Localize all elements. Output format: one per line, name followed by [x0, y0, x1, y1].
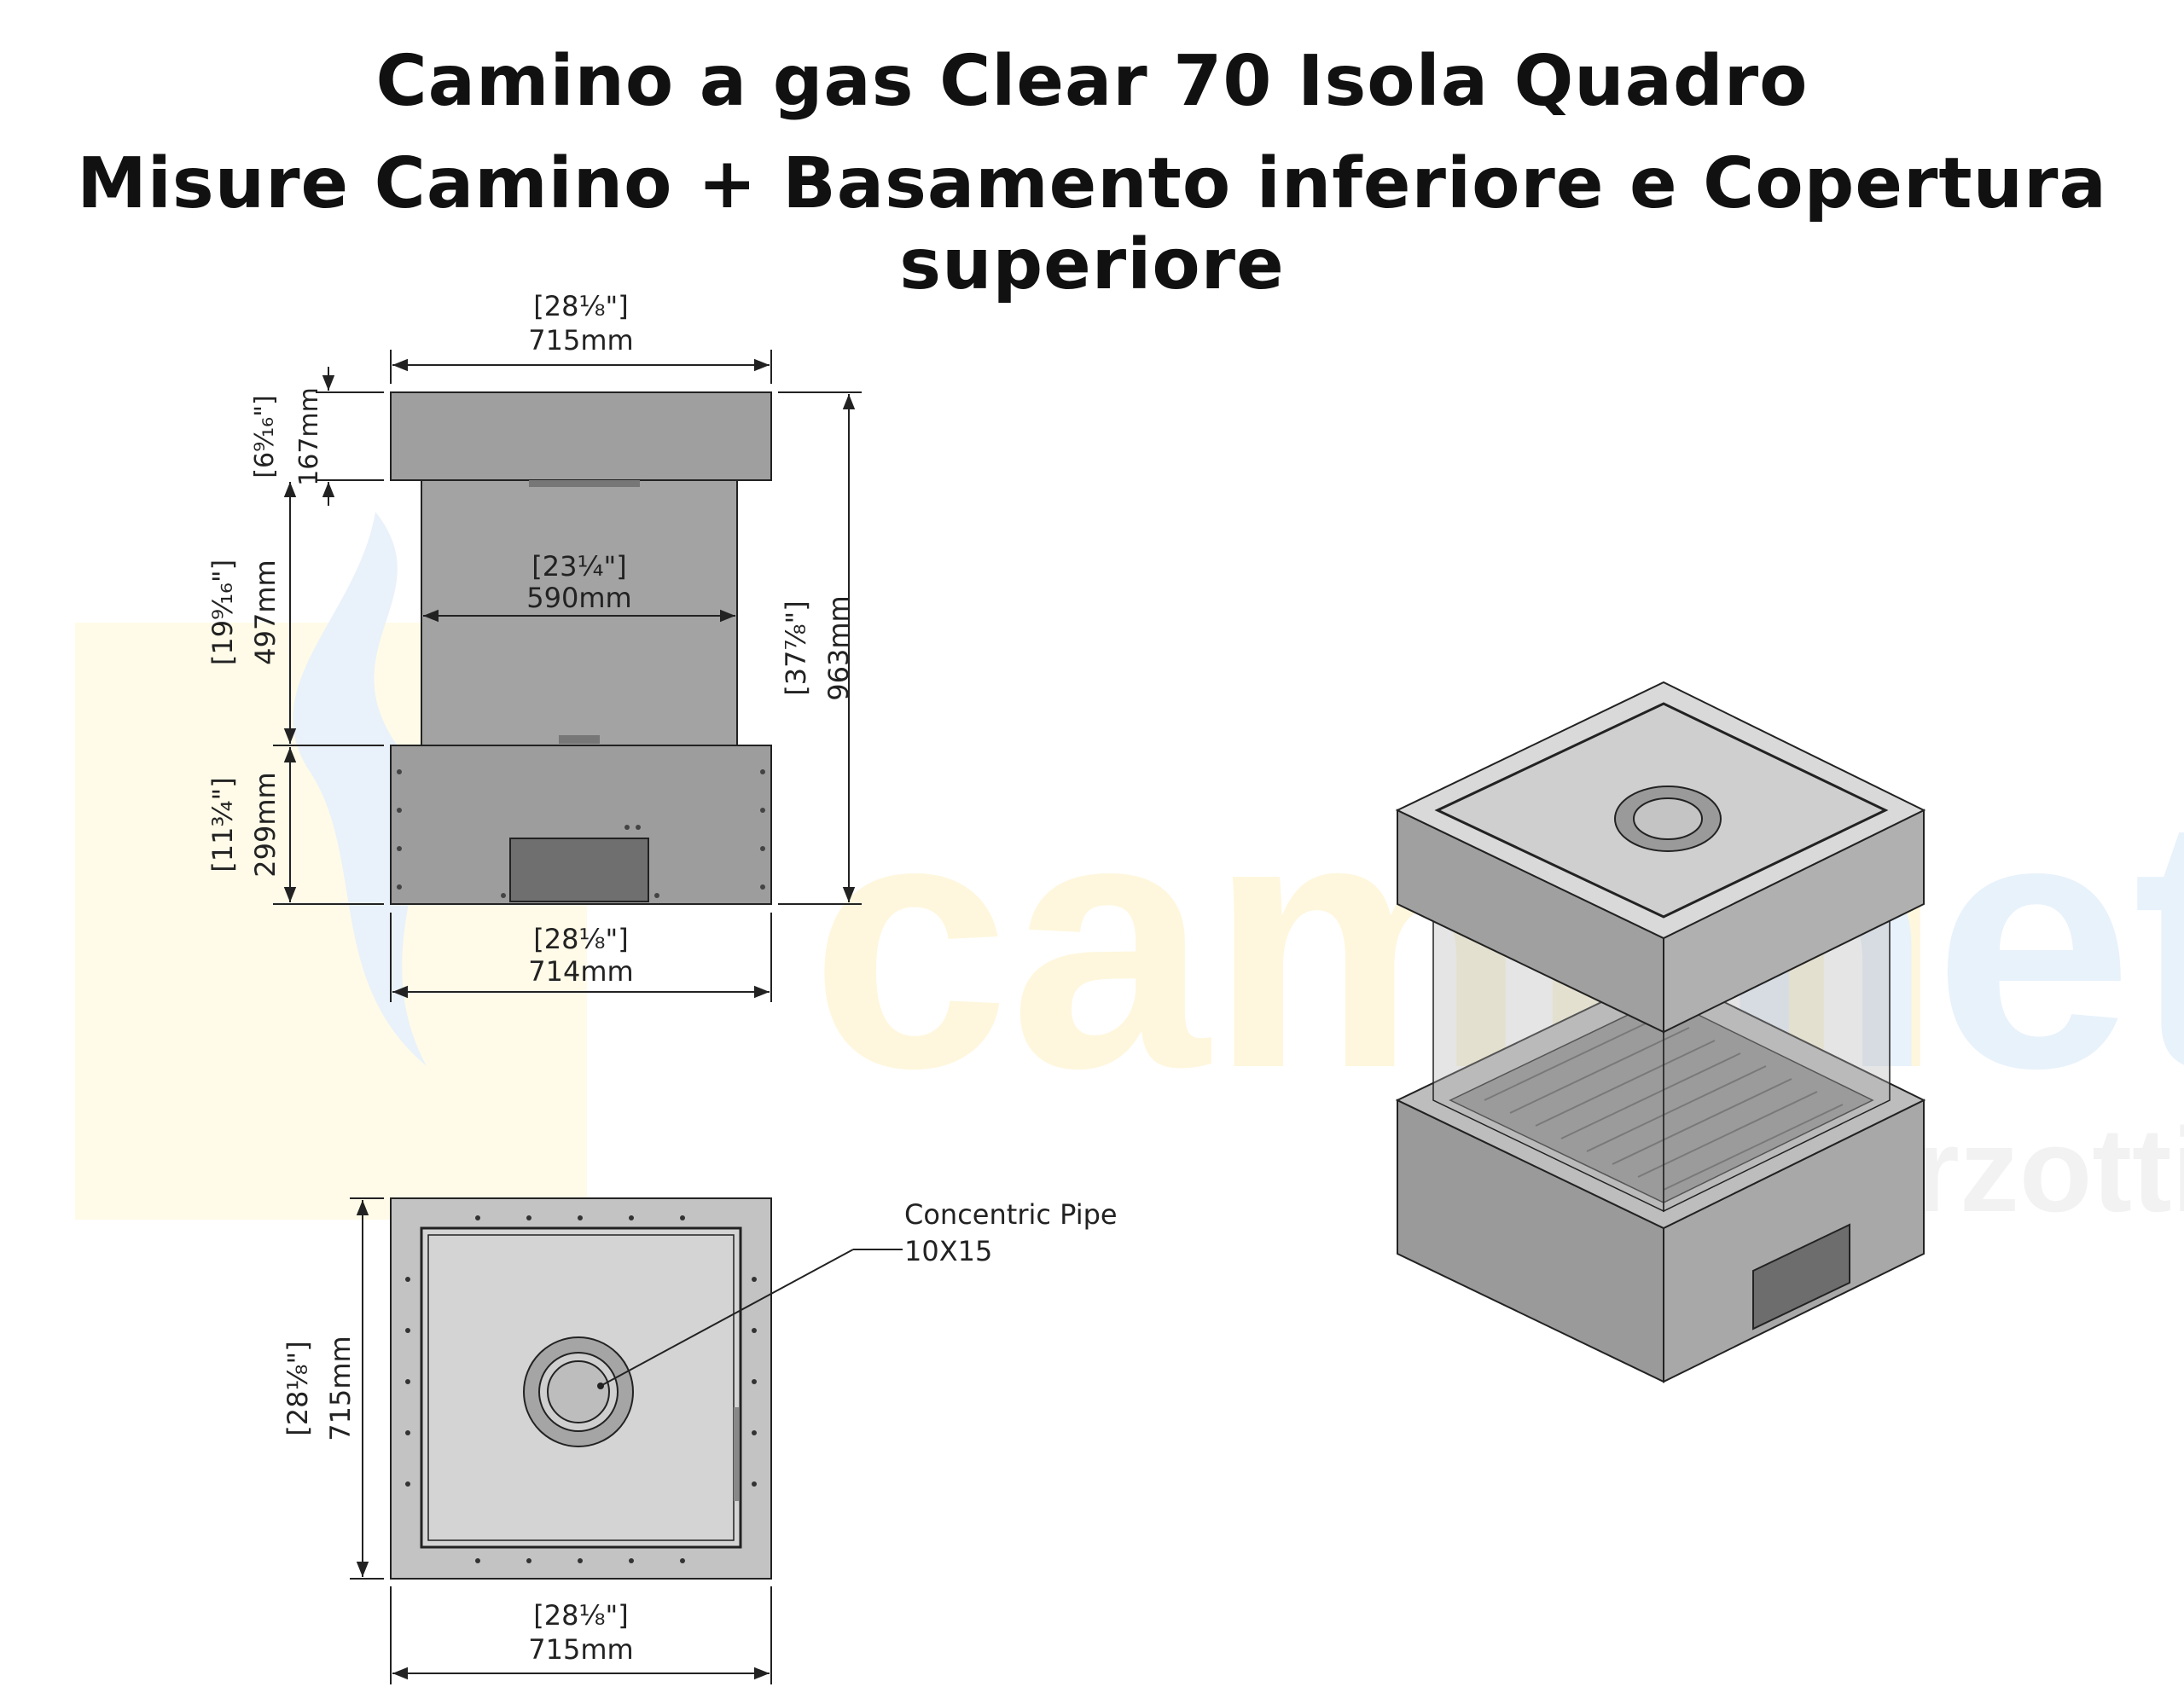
callout-concentric-pipe: Concentric Pipe [904, 1198, 1118, 1231]
top-view [390, 1197, 903, 1580]
dim-top-width-mm: 715mm [528, 324, 633, 357]
burner-slot [559, 735, 600, 744]
flame-icon [293, 512, 427, 1066]
dim-top-height-mm: 167mm [294, 387, 324, 486]
top-dimensions [350, 1197, 772, 1684]
dim-depth-mm: 715mm [324, 1336, 357, 1441]
page-title: Camino a gas Clear 70 Isola Quadro [375, 41, 1809, 122]
access-panel [509, 838, 649, 902]
dim-base-width-mm: 714mm [528, 955, 633, 988]
front-view [390, 391, 772, 905]
side-slot [734, 1407, 739, 1501]
front-dimension-labels: [28⅛"] 715mm [6⁹⁄₁₆"] 167mm [19⁹⁄₁₆"] 49… [206, 290, 855, 988]
dim-glass-height-mm: 497mm [249, 559, 282, 664]
front-dimensions [273, 350, 862, 1002]
dim-glass-width-inch: [23¼"] [531, 550, 626, 583]
dim-glass-height-inch: [19⁹⁄₁₆"] [206, 559, 239, 665]
iso-burner-grille [1484, 1014, 1844, 1191]
dim-width-mm: 715mm [528, 1633, 633, 1666]
dim-total-height-mm: 963mm [822, 595, 855, 700]
callout-pipe-size: 10X15 [904, 1235, 992, 1267]
dim-base-height-inch: [11¾"] [206, 777, 239, 872]
top-screws [405, 1215, 757, 1563]
page-subtitle: Misure Camino + Basamento inferiore e Co… [77, 143, 2107, 305]
top-cover [390, 391, 772, 481]
iso-access-panel [1752, 1223, 1850, 1330]
dim-depth-inch: [28⅛"] [282, 1341, 314, 1435]
iso-burner-tray [1449, 997, 1874, 1203]
dim-glass-width-mm: 590mm [526, 582, 631, 614]
dim-width-inch: [28⅛"] [533, 1599, 628, 1632]
glass-top-rail [529, 480, 640, 487]
base-screws [397, 769, 765, 898]
dim-base-width-inch: [28⅛"] [533, 923, 628, 955]
dim-top-height-inch: [6⁹⁄₁₆"] [250, 395, 280, 478]
dim-base-height-mm: 299mm [249, 772, 282, 877]
top-dimension-labels: [28⅛"] 715mm [28⅛"] 715mm Concentric Pip… [282, 1198, 1118, 1666]
isometric-view [1395, 681, 1926, 1383]
dim-total-height-inch: [37⅞"] [780, 600, 812, 695]
dim-top-width-inch: [28⅛"] [533, 290, 628, 322]
